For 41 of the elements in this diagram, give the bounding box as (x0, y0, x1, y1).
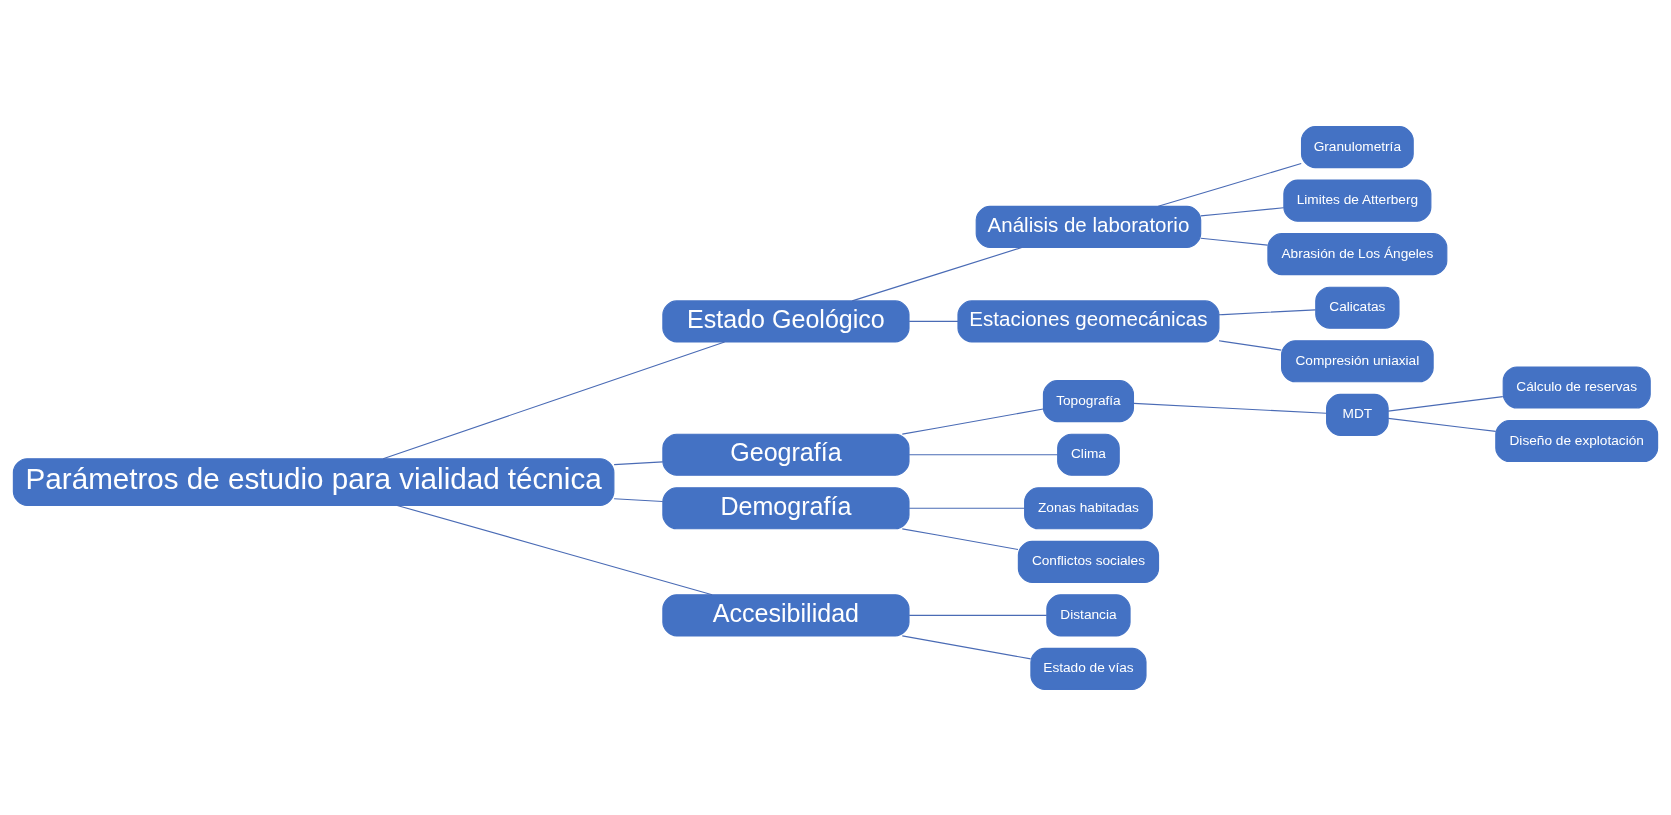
node-box: Diseño de explotación (1495, 419, 1659, 462)
node-box: Granulometría (1300, 125, 1414, 168)
node-box: Limites de Atterberg (1283, 179, 1432, 222)
connector (908, 320, 959, 322)
connector (396, 504, 713, 595)
connector (901, 527, 1019, 550)
node-box: Zonas habitadas (1024, 486, 1153, 529)
connector (901, 634, 1032, 659)
node-box: Conflictos sociales (1017, 540, 1160, 583)
node-box: Análisis de laboratorio (975, 205, 1202, 248)
connector (1387, 417, 1497, 432)
connector (1200, 237, 1269, 246)
node-box: Cálculo de reservas (1502, 365, 1651, 409)
connector (1387, 395, 1504, 412)
node-box: Estado Geológico (662, 299, 910, 342)
node-box: Clima (1057, 433, 1120, 476)
node-box: Abrasión de Los Ángeles (1267, 232, 1448, 275)
node-box: Parámetros de estudio para vialidad técnica (12, 457, 615, 506)
connector (908, 453, 1059, 455)
node-box: Topografía (1042, 379, 1135, 422)
node-box: Compresión uniaxial (1281, 339, 1434, 382)
node-box: Demografía (662, 486, 910, 529)
connector (1218, 308, 1317, 315)
connector (613, 497, 664, 502)
connector (1218, 339, 1282, 351)
connector (382, 340, 726, 459)
connector (1200, 206, 1285, 216)
connector (908, 614, 1048, 616)
connector (901, 407, 1044, 435)
connector (1133, 402, 1327, 414)
node-box: Distancia (1046, 593, 1131, 636)
node-box: MDT (1326, 393, 1389, 436)
connector (613, 460, 664, 465)
connector (908, 507, 1026, 509)
node-box: Geografía (662, 433, 910, 476)
node-box: Estado de vías (1030, 647, 1147, 690)
node-box: Calicatas (1315, 286, 1400, 329)
node-box: Accesibilidad (662, 593, 910, 636)
node-box: Estaciones geomecánicas (957, 299, 1220, 342)
connector (1157, 162, 1302, 207)
connector (851, 246, 1023, 301)
